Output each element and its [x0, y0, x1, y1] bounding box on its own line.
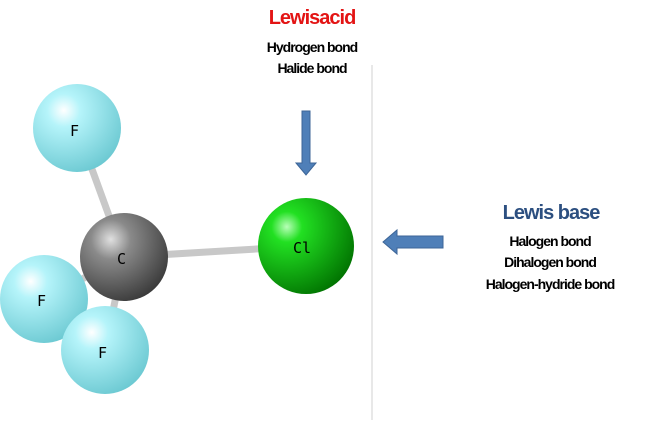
lewis-acid-title: Lewisacid	[268, 7, 357, 29]
atom-label-f1: F	[70, 122, 79, 140]
fluorine-atom-top	[33, 84, 121, 172]
lewis-base-title: Lewis base	[502, 202, 601, 224]
lewis-base-item: Dihalogen bond	[504, 254, 597, 270]
atom-label-f3: F	[98, 344, 107, 362]
down-arrow-icon	[294, 110, 318, 176]
left-arrow-icon	[382, 228, 444, 256]
lewis-base-item: Halogen-hydride bond	[485, 276, 616, 292]
carbon-atom	[80, 213, 168, 301]
chlorine-atom	[258, 198, 354, 294]
lewis-base-item: Halogen bond	[509, 233, 591, 249]
atom-label-f2: F	[37, 292, 46, 310]
atom-label-cl: Cl	[293, 239, 311, 257]
atom-label-c: C	[117, 250, 126, 268]
lewis-acid-item: Halide bond	[277, 60, 347, 76]
lewis-acid-item: Hydrogen bond	[266, 39, 358, 55]
fluorine-atom-bottom	[61, 306, 149, 394]
fluorine-atom-left	[0, 255, 88, 343]
